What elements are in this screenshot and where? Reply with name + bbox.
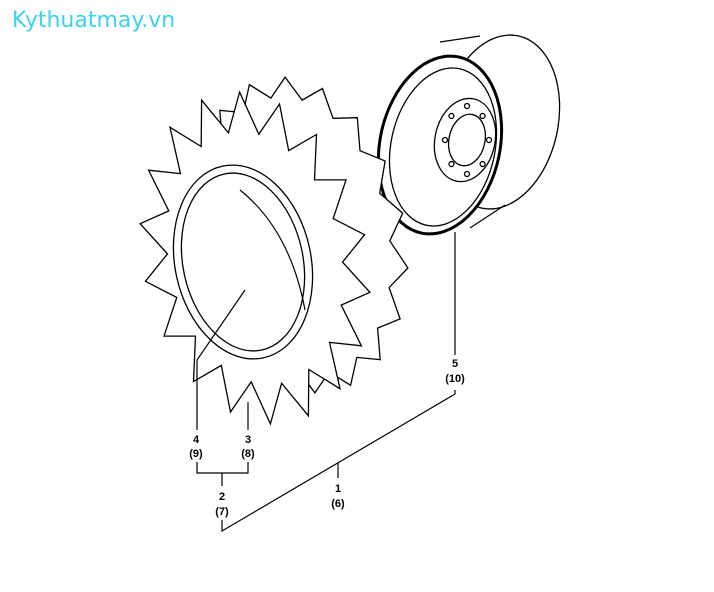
svg-text:4: 4: [193, 434, 200, 446]
watermark: Kythuatmay.vn: [12, 8, 176, 33]
tire: [139, 75, 409, 426]
callout-2: 2 (7): [215, 491, 229, 518]
callout-5: 5 (10): [445, 358, 465, 385]
svg-text:(6): (6): [331, 498, 345, 510]
svg-text:(9): (9): [189, 448, 203, 460]
callout-3: 3 (8): [241, 434, 255, 460]
bolt-hole: [479, 160, 486, 168]
svg-text:1: 1: [335, 483, 341, 495]
bolt-hole: [441, 136, 449, 144]
svg-text:3: 3: [245, 434, 251, 446]
svg-text:5: 5: [452, 358, 458, 370]
svg-text:(8): (8): [241, 448, 255, 460]
bolt-hole: [479, 112, 486, 120]
leader-lines: [196, 232, 456, 533]
svg-text:2: 2: [219, 491, 225, 503]
svg-text:(10): (10): [445, 373, 465, 385]
wheel-rim: [376, 34, 561, 236]
bolt-hole: [448, 112, 455, 120]
bolt-hole: [463, 170, 471, 178]
callout-1: 1 (6): [331, 483, 345, 510]
svg-text:(7): (7): [215, 506, 229, 518]
bolt-hole: [485, 136, 493, 144]
bolt-hole: [463, 102, 471, 110]
callout-4: 4 (9): [189, 434, 203, 460]
bolt-hole: [448, 160, 455, 168]
